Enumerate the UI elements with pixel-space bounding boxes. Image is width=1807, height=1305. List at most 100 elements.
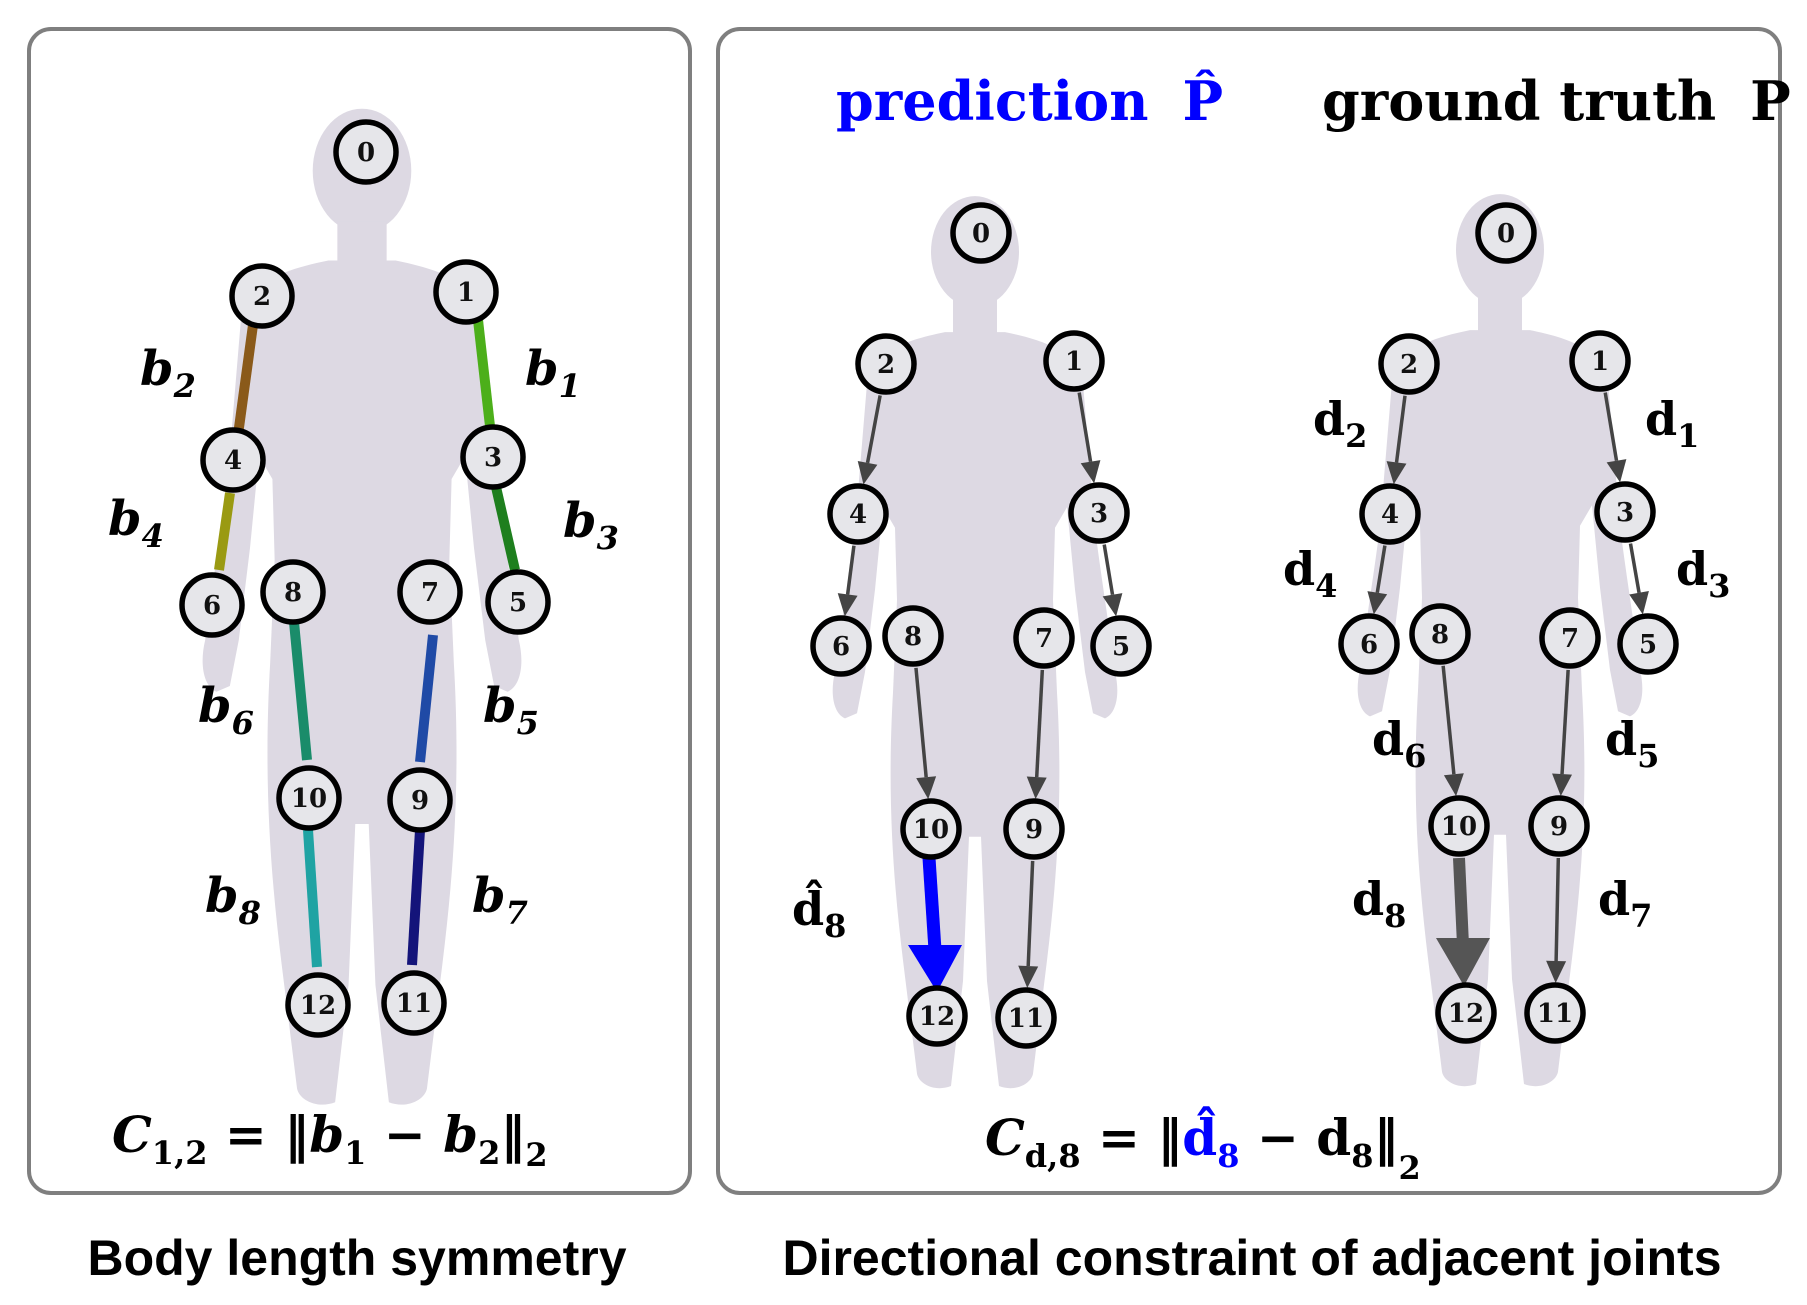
pred-joint-2 [855,333,917,395]
left-joint-9 [387,767,453,833]
bone-b5 [415,634,438,763]
gt-highlight-arrow [1436,857,1490,986]
pred-joint-6 [810,615,872,677]
pred-joint-label-12: 12 [919,1002,955,1032]
left-bone-labels: b1 b2 b3 b4 b5 b6 b7 b8 [108,341,619,932]
gt-joint-5 [1617,613,1679,675]
pred-joint-7 [1013,607,1075,669]
gt-joint-label-12: 12 [1448,999,1484,1029]
gt-joint-label-4: 4 [1381,500,1399,530]
gt-arrow-9-11-head [1546,960,1567,984]
left-joint-12 [285,972,351,1038]
left-joint-label-5: 5 [509,588,527,618]
pred-arrow-8-10-shaft [914,667,928,778]
right-formula: Cd,8 = ‖d̂8 − d8‖2 [985,1105,1421,1187]
pred-arrow-7-9-head [1026,776,1047,800]
gt-joint-4 [1359,483,1421,545]
left-joint-label-0: 0 [357,138,375,168]
gt-joint-7 [1539,607,1601,669]
left-caption: Body length symmetry [87,1230,626,1286]
pred-joint-label-3: 3 [1090,499,1108,529]
left-panel-border [27,27,692,1195]
bone-b1 [473,319,496,436]
bone-label-b4: b4 [108,491,164,555]
gt-arrow-4-6-shaft [1375,545,1387,593]
gt-joint-label-6: 6 [1360,630,1378,660]
dir-label-d2: d2 [1313,392,1367,455]
pred-joint-label-2: 2 [877,350,895,380]
gt-joint-8 [1409,603,1471,665]
left-joint-label-6: 6 [203,591,221,621]
gt-arrow-4-6-head [1367,591,1388,615]
pred-joint-0 [950,202,1012,264]
gt-arrow-8-10-shaft [1441,665,1456,775]
right-caption: Directional constraint of adjacent joint… [782,1230,1721,1286]
left-joint-label-2: 2 [253,282,271,312]
gt-arrow-3-5-head [1629,591,1649,615]
gt-joint-3 [1594,481,1656,543]
left-joint-label-8: 8 [284,578,302,608]
gt-arrow-1-3-head [1606,459,1627,483]
gt-joint-label-10: 10 [1441,812,1477,842]
pred-arrow-7-9-shaft [1034,669,1045,778]
left-joint-4 [200,427,266,493]
gt-joint-label-11: 11 [1537,999,1573,1029]
pred-joint-label-1: 1 [1065,347,1083,377]
gt-joint-label-0: 0 [1497,219,1515,249]
left-joint-0 [333,119,399,185]
pred-arrow-3-5-shaft [1102,544,1115,595]
dir-label-d5: d5 [1605,712,1659,775]
left-joint-label-12: 12 [300,991,336,1021]
bone-label-b5: b5 [483,678,539,742]
pred-joint-8 [882,605,944,667]
pred-arrow-2-4-head [857,461,878,485]
right-panel-border [716,27,1782,1195]
gt-arrow-8-10-head [1443,773,1464,797]
dir-label-d3: d3 [1676,542,1730,605]
gt-arrow-2-4-head [1386,461,1407,485]
left-joint-8 [260,559,326,625]
pred-label-d8-hat: d̂8 [792,879,846,945]
pred-joint-11 [995,987,1057,1049]
pred-joint-label-9: 9 [1025,815,1043,845]
gt-joint-label-9: 9 [1550,812,1568,842]
gt-joint-11 [1524,982,1586,1044]
bone-b8 [303,829,322,968]
bone-b3 [491,485,520,572]
direction-arrows [837,392,1649,989]
left-joint-label-9: 9 [411,786,429,816]
pred-joint-label-8: 8 [904,622,922,652]
pred-arrow-1-3-shaft [1077,392,1093,462]
gt-joint-12 [1435,982,1497,1044]
gt-joint-label-2: 2 [1400,350,1418,380]
bone-label-b3: b3 [563,493,619,557]
gt-arrow-1-3-shaft [1603,392,1619,461]
gt-joint-label-5: 5 [1639,630,1657,660]
pred-arrow-3-5-head [1102,593,1123,617]
pred-joint-1 [1043,330,1105,392]
dir-label-d7: d7 [1598,872,1652,935]
left-body-silhouette [202,108,522,1105]
gt-joint-label-7: 7 [1561,624,1579,654]
left-joint-6 [179,572,245,638]
pred-joint-label-11: 11 [1008,1004,1044,1034]
pred-joint-label-10: 10 [913,815,949,845]
pred-body-silhouette [832,196,1118,1089]
left-joint-label-10: 10 [291,784,327,814]
gt-joint-label-1: 1 [1591,347,1609,377]
bone-label-b1: b1 [525,341,581,405]
gt-arrow-7-9-shaft [1560,669,1570,775]
left-bones [214,319,520,968]
gt-direction-labels: d1 d2 d3 d4 d5 d6 d7 d8 [1283,392,1730,935]
left-joint-label-7: 7 [421,578,439,608]
dir-label-d6: d6 [1372,712,1426,775]
left-joint-7 [397,559,463,625]
pred-joint-5 [1090,615,1152,677]
pred-joint-label-0: 0 [972,219,990,249]
left-joint-label-3: 3 [484,443,502,473]
left-joint-10 [276,765,342,831]
